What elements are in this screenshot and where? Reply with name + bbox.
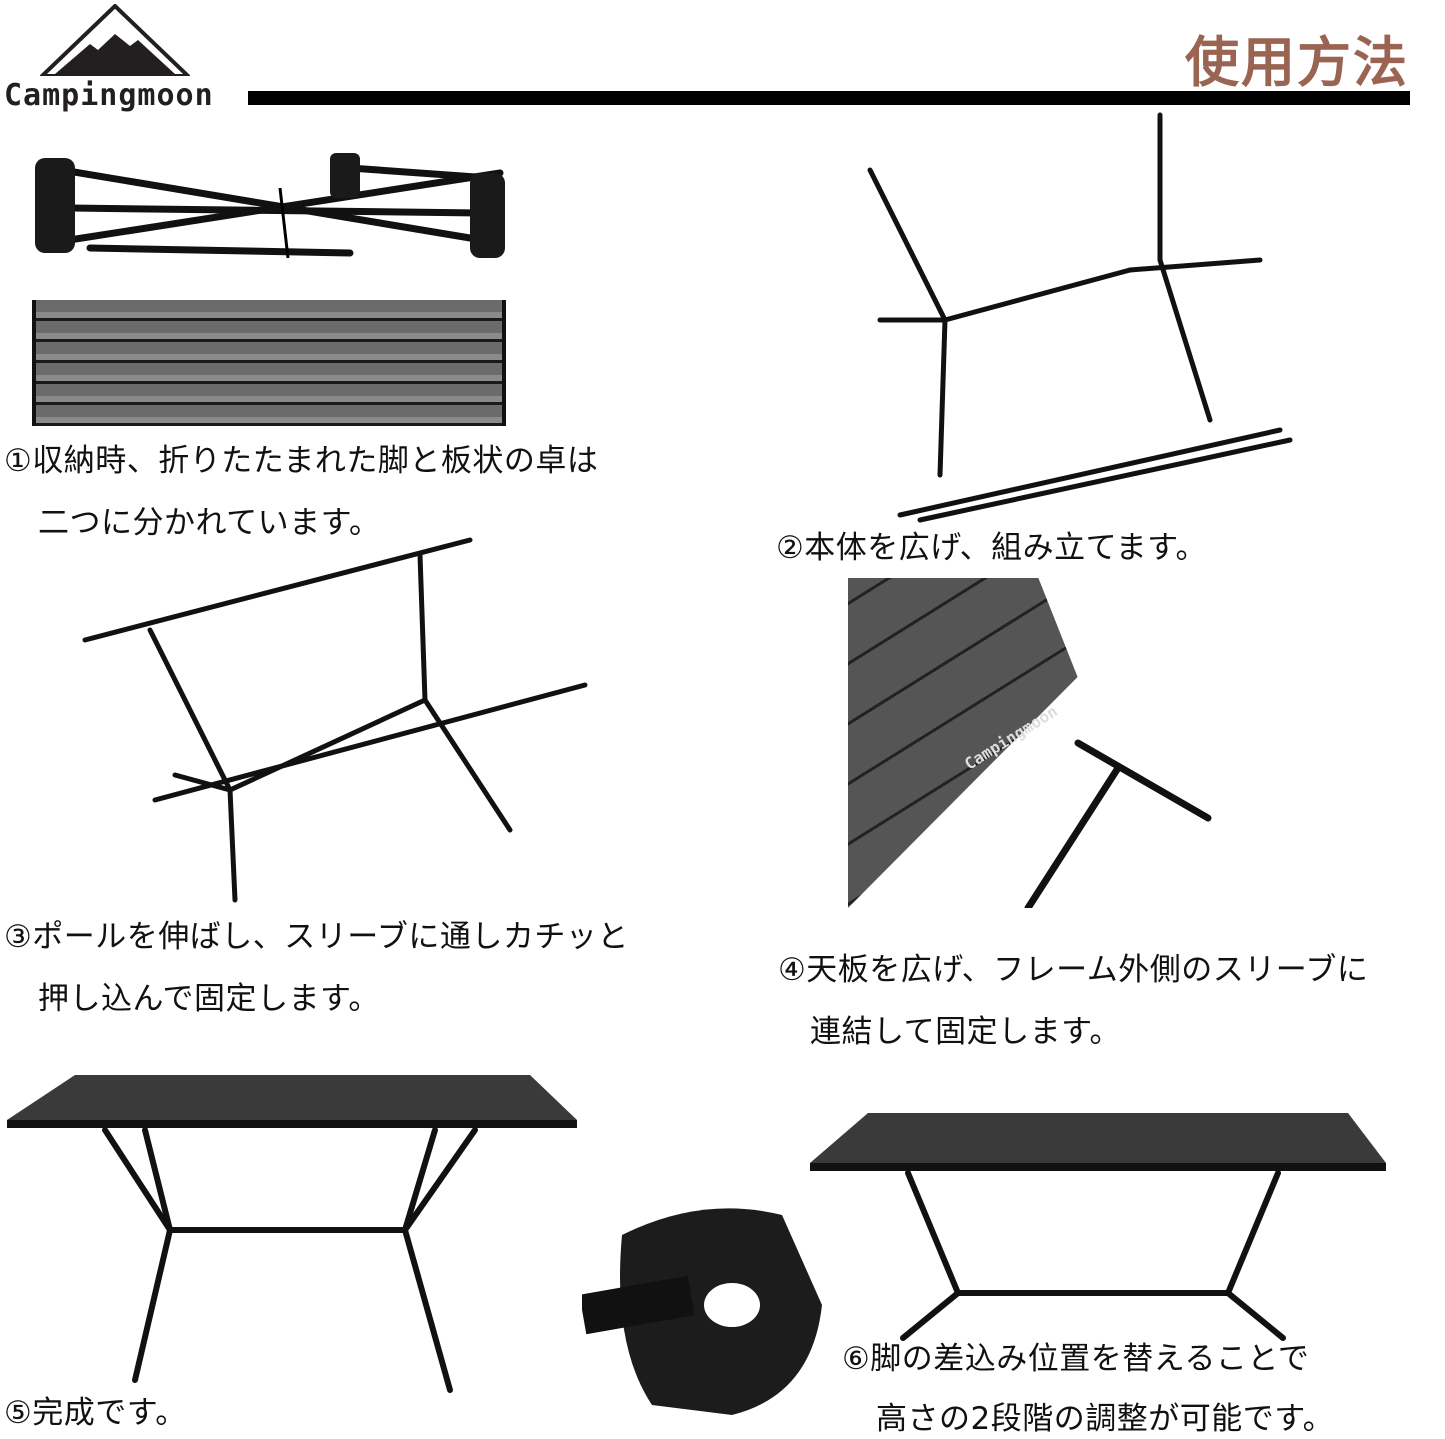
frame-unfolded-image <box>867 112 1293 523</box>
page-title: 使用方法 <box>1185 31 1409 94</box>
step-4-caption-line2: 連結して固定します。 <box>810 1014 1121 1050</box>
completed-table-image <box>7 1075 577 1393</box>
step-2-caption: ②本体を広げ、組み立てます。 <box>776 530 1207 566</box>
mountain-logo-icon <box>40 4 190 76</box>
step-4-caption-line1: ④天板を広げ、フレーム外側のスリーブに <box>778 952 1369 988</box>
step-6-caption-line2: 高さの2段階の調整が可能です。 <box>876 1401 1335 1437</box>
header-divider <box>248 91 1410 105</box>
rolled-tabletop-image <box>32 300 506 426</box>
table-low-image <box>810 1113 1386 1341</box>
step-3-caption-line2: 押し込んで固定します。 <box>38 981 380 1017</box>
step-6-caption-line1: ⑥脚の差込み位置を替えることで <box>842 1341 1310 1377</box>
leg-joint-closeup-image <box>582 1208 822 1415</box>
step-5-caption: ⑤完成です。 <box>4 1395 187 1431</box>
step-1-caption-line2: 二つに分かれています。 <box>38 505 381 541</box>
step-3-caption-line1: ③ポールを伸ばし、スリーブに通しカチッと <box>4 919 629 955</box>
brand-logo-text: Campingmoon <box>4 78 214 113</box>
step-1-caption-line1: ①収納時、折りたたまれた脚と板状の卓は <box>4 443 599 479</box>
frame-with-poles-image <box>82 537 588 903</box>
folded-legs-image <box>35 153 505 259</box>
tabletop-sleeve-image: Campingmoon <box>848 578 1233 908</box>
